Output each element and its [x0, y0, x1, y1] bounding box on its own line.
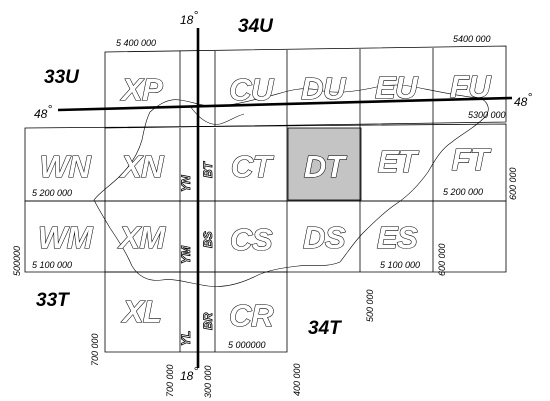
cell-highlight	[287, 127, 362, 201]
easting-label: 300 000	[203, 365, 213, 398]
zone-label-34t: 34T	[308, 318, 342, 339]
cell-label-ds: DS	[303, 220, 346, 255]
easting-label: 500000	[12, 246, 22, 276]
northing-label: 5 100 000	[32, 260, 72, 270]
easting-label: 400 000	[292, 363, 302, 396]
cell-label-du: DU	[301, 71, 347, 106]
strip-label-ym: YM	[179, 245, 193, 264]
easting-label: 700 000	[90, 333, 100, 366]
strip-labels: YN BT YM BS YL BR	[179, 160, 216, 346]
strip-label-br: BR	[201, 312, 215, 330]
strip-label-bt: BT	[201, 160, 215, 178]
cell-label-es: ES	[377, 220, 418, 255]
degree-labels: 18° 18° 48° 48°	[34, 8, 532, 383]
cell-label-ct: CT	[231, 149, 275, 184]
cell-label-wn: WN	[40, 149, 92, 184]
strip-label-bs: BS	[201, 231, 215, 248]
northing-label: 5 100 000	[380, 260, 420, 270]
cell-label-et: ET	[378, 144, 420, 179]
zone-label-33u: 33U	[44, 67, 80, 88]
highlighted-cell-dt	[287, 127, 362, 201]
grid-lines	[24, 45, 507, 353]
cell-label-cs: CS	[230, 222, 273, 257]
cell-label-cr: CR	[229, 298, 274, 333]
strip-label-yl: YL	[179, 331, 193, 346]
northing-label: 5400 000	[453, 34, 491, 44]
northing-label: 5300 000	[468, 110, 506, 120]
cell-label-wm: WM	[38, 220, 94, 255]
zone-label-33t: 33T	[36, 290, 70, 311]
cell-label-dt: DT	[304, 149, 348, 184]
northing-label: 5 200 000	[32, 188, 72, 198]
cell-label-xn: XN	[119, 149, 164, 184]
parallel-label-right: 48°	[514, 90, 532, 109]
northing-labels: 5 400 000 5400 000 5300 000 5 200 000 5 …	[32, 34, 506, 350]
zone-labels: 33U 34U 33T 34T	[36, 16, 342, 339]
strip-label-yn: YN	[179, 175, 193, 192]
cell-label-xp: XP	[120, 72, 163, 107]
cell-label-eu: EU	[375, 70, 419, 105]
northing-label: 5 400 000	[116, 38, 156, 48]
meridian-label-top: 18°	[180, 8, 198, 27]
zone-label-34u: 34U	[238, 16, 274, 37]
parallel-label-left: 48°	[34, 102, 52, 121]
easting-label: 600 000	[508, 167, 518, 200]
cell-label-xm: XM	[117, 220, 166, 255]
easting-label: 700 000	[165, 364, 175, 397]
cell-label-xl: XL	[121, 294, 162, 329]
parallel-line	[57, 96, 513, 112]
cell-label-cu: CU	[229, 72, 275, 107]
cell-label-fu: FU	[450, 69, 492, 104]
easting-labels: 500000 600 000 700 000 300 000 600 000 5…	[12, 167, 518, 398]
easting-label: 500 000	[365, 289, 375, 322]
cell-labels: XP CU DU EU FU WN XN CT DT ET FT WM XM C…	[37, 68, 493, 333]
cell-label-ft: FT	[452, 142, 492, 177]
meridian-label-bottom: 18°	[180, 364, 198, 383]
northing-label: 5 200 000	[443, 187, 483, 197]
easting-label: 600 000	[437, 243, 447, 276]
northing-label: 5 000000	[228, 340, 266, 350]
